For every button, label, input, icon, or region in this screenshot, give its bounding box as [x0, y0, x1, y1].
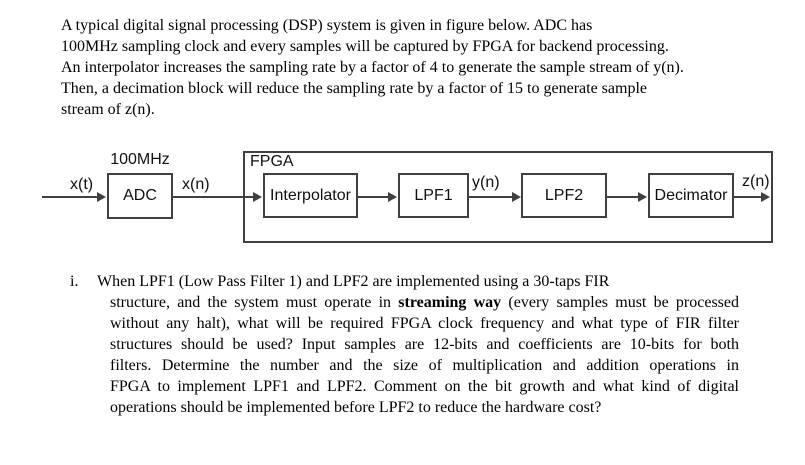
signal-label-xn: x(n)	[182, 176, 210, 193]
intro-line: Then, a decimation block will reduce the…	[61, 80, 647, 97]
question-line: FPGA to implement LPF1 and LPF2. Comment…	[110, 378, 739, 395]
signal-label-yn: y(n)	[472, 174, 500, 191]
lpf1-block: LPF1	[398, 173, 469, 218]
interpolator-block: Interpolator	[263, 173, 358, 218]
intro-line: stream of z(n).	[61, 101, 155, 118]
question-line-bold-text: streaming way	[398, 294, 502, 311]
interpolator-to-lpf1-arrow	[358, 192, 397, 202]
intro-line: 100MHz sampling clock and every samples …	[61, 38, 669, 55]
signal-label-zn: z(n)	[742, 173, 770, 190]
adc-to-fpga-arrow	[173, 192, 262, 202]
input-arrow	[42, 192, 106, 202]
question-line-text: structure, and the system must operate i…	[110, 294, 399, 311]
question-line: When LPF1 (Low Pass Filter 1) and LPF2 a…	[97, 273, 610, 290]
intro-paragraph: A typical digital signal processing (DSP…	[61, 15, 684, 120]
question-line: structure, and the system must operate i…	[110, 292, 739, 313]
clock-frequency-label: 100MHz	[110, 151, 170, 168]
lpf2-to-decimator-arrow	[607, 192, 647, 202]
question-line-text: (every samples must be processed	[501, 294, 739, 311]
output-arrow	[734, 192, 770, 202]
question-line: structures should be used? Input samples…	[110, 336, 739, 353]
question-marker: i.	[70, 273, 79, 290]
decimator-block: Decimator	[648, 173, 734, 218]
question-line: operations should be implemented before …	[110, 399, 602, 416]
question-line: without any halt), what will be required…	[110, 315, 739, 332]
signal-label-xt: x(t)	[70, 176, 94, 193]
adc-block: ADC	[107, 173, 173, 219]
intro-line: A typical digital signal processing (DSP…	[61, 17, 593, 34]
intro-line: An interpolator increases the sampling r…	[61, 59, 684, 76]
question-line: filters. Determine the number and the si…	[110, 357, 739, 374]
lpf2-block: LPF2	[521, 173, 607, 218]
fpga-label: FPGA	[250, 153, 294, 170]
lpf1-to-lpf2-arrow	[469, 192, 521, 202]
